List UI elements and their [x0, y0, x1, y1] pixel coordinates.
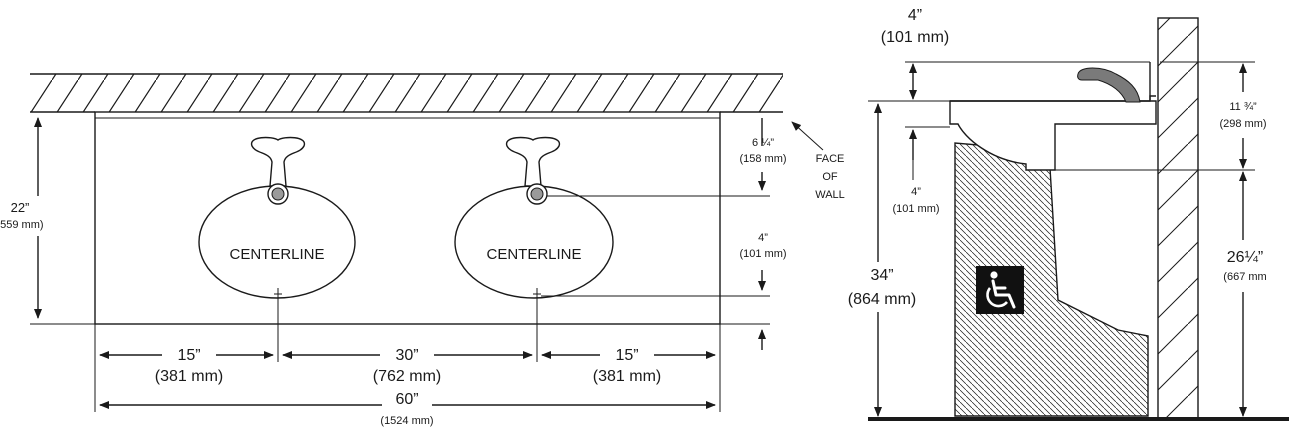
left-centerline-label: CENTERLINE — [229, 246, 324, 263]
deck-dim-label: 4” — [911, 186, 921, 198]
side-countertop — [949, 100, 1157, 171]
overall-height-metric-label: (864 mm) — [848, 291, 916, 308]
side-wall-section — [1157, 17, 1199, 419]
height-22-label: 22” — [11, 200, 30, 215]
face-of-wall-line1: FACE — [816, 153, 845, 165]
side-faucet-icon — [1077, 67, 1141, 103]
faucet-height-metric-label: (298 mm) — [1219, 118, 1266, 130]
left-faucet-icon — [251, 136, 305, 205]
total-width-metric-label: (1524 mm) — [380, 415, 433, 427]
knee-height-metric-label: (667 mm — [1223, 271, 1266, 283]
right-spacing-metric-label: (381 mm) — [593, 368, 661, 385]
knee-height-label: 26¼” — [1227, 249, 1263, 266]
countertop-panel — [94, 111, 721, 325]
top-dim-label: 4” — [908, 7, 922, 24]
left-spacing-metric-label: (381 mm) — [155, 368, 223, 385]
drain-drop-metric-label: (101 mm) — [739, 248, 786, 260]
height-559-label: (559 mm) — [0, 219, 44, 231]
faucet-height-label: 11 ¾” — [1229, 101, 1257, 113]
deck-dim-metric-label: (101 mm) — [892, 203, 939, 215]
right-faucet-icon — [506, 136, 560, 205]
face-of-wall-line2: OF — [822, 171, 838, 183]
left-bowl: CENTERLINE — [198, 136, 356, 299]
right-centerline-label: CENTERLINE — [486, 246, 581, 263]
left-spacing-label: 15” — [177, 347, 200, 364]
top-dim-metric-label: (101 mm) — [881, 29, 949, 46]
right-bowl: CENTERLINE — [454, 136, 614, 299]
side-view: 4” (101 mm) 4” (101 mm) 34” (864 mm) 11 … — [848, 7, 1289, 421]
total-width-label: 60” — [395, 391, 418, 408]
drain-drop-label: 4” — [758, 232, 768, 244]
faucet-offset-metric-label: (158 mm) — [739, 153, 786, 165]
front-view: CENTERLINE CENTERLINE — [0, 73, 845, 427]
wall-section — [30, 74, 783, 112]
right-spacing-label: 15” — [615, 347, 638, 364]
faucet-offset-label: 6 ¼” — [752, 137, 774, 149]
face-of-wall-line3: WALL — [815, 189, 845, 201]
wheelchair-icon — [976, 266, 1024, 314]
center-spacing-metric-label: (762 mm) — [373, 368, 441, 385]
overall-height-label: 34” — [870, 267, 893, 284]
center-spacing-label: 30” — [395, 347, 418, 364]
